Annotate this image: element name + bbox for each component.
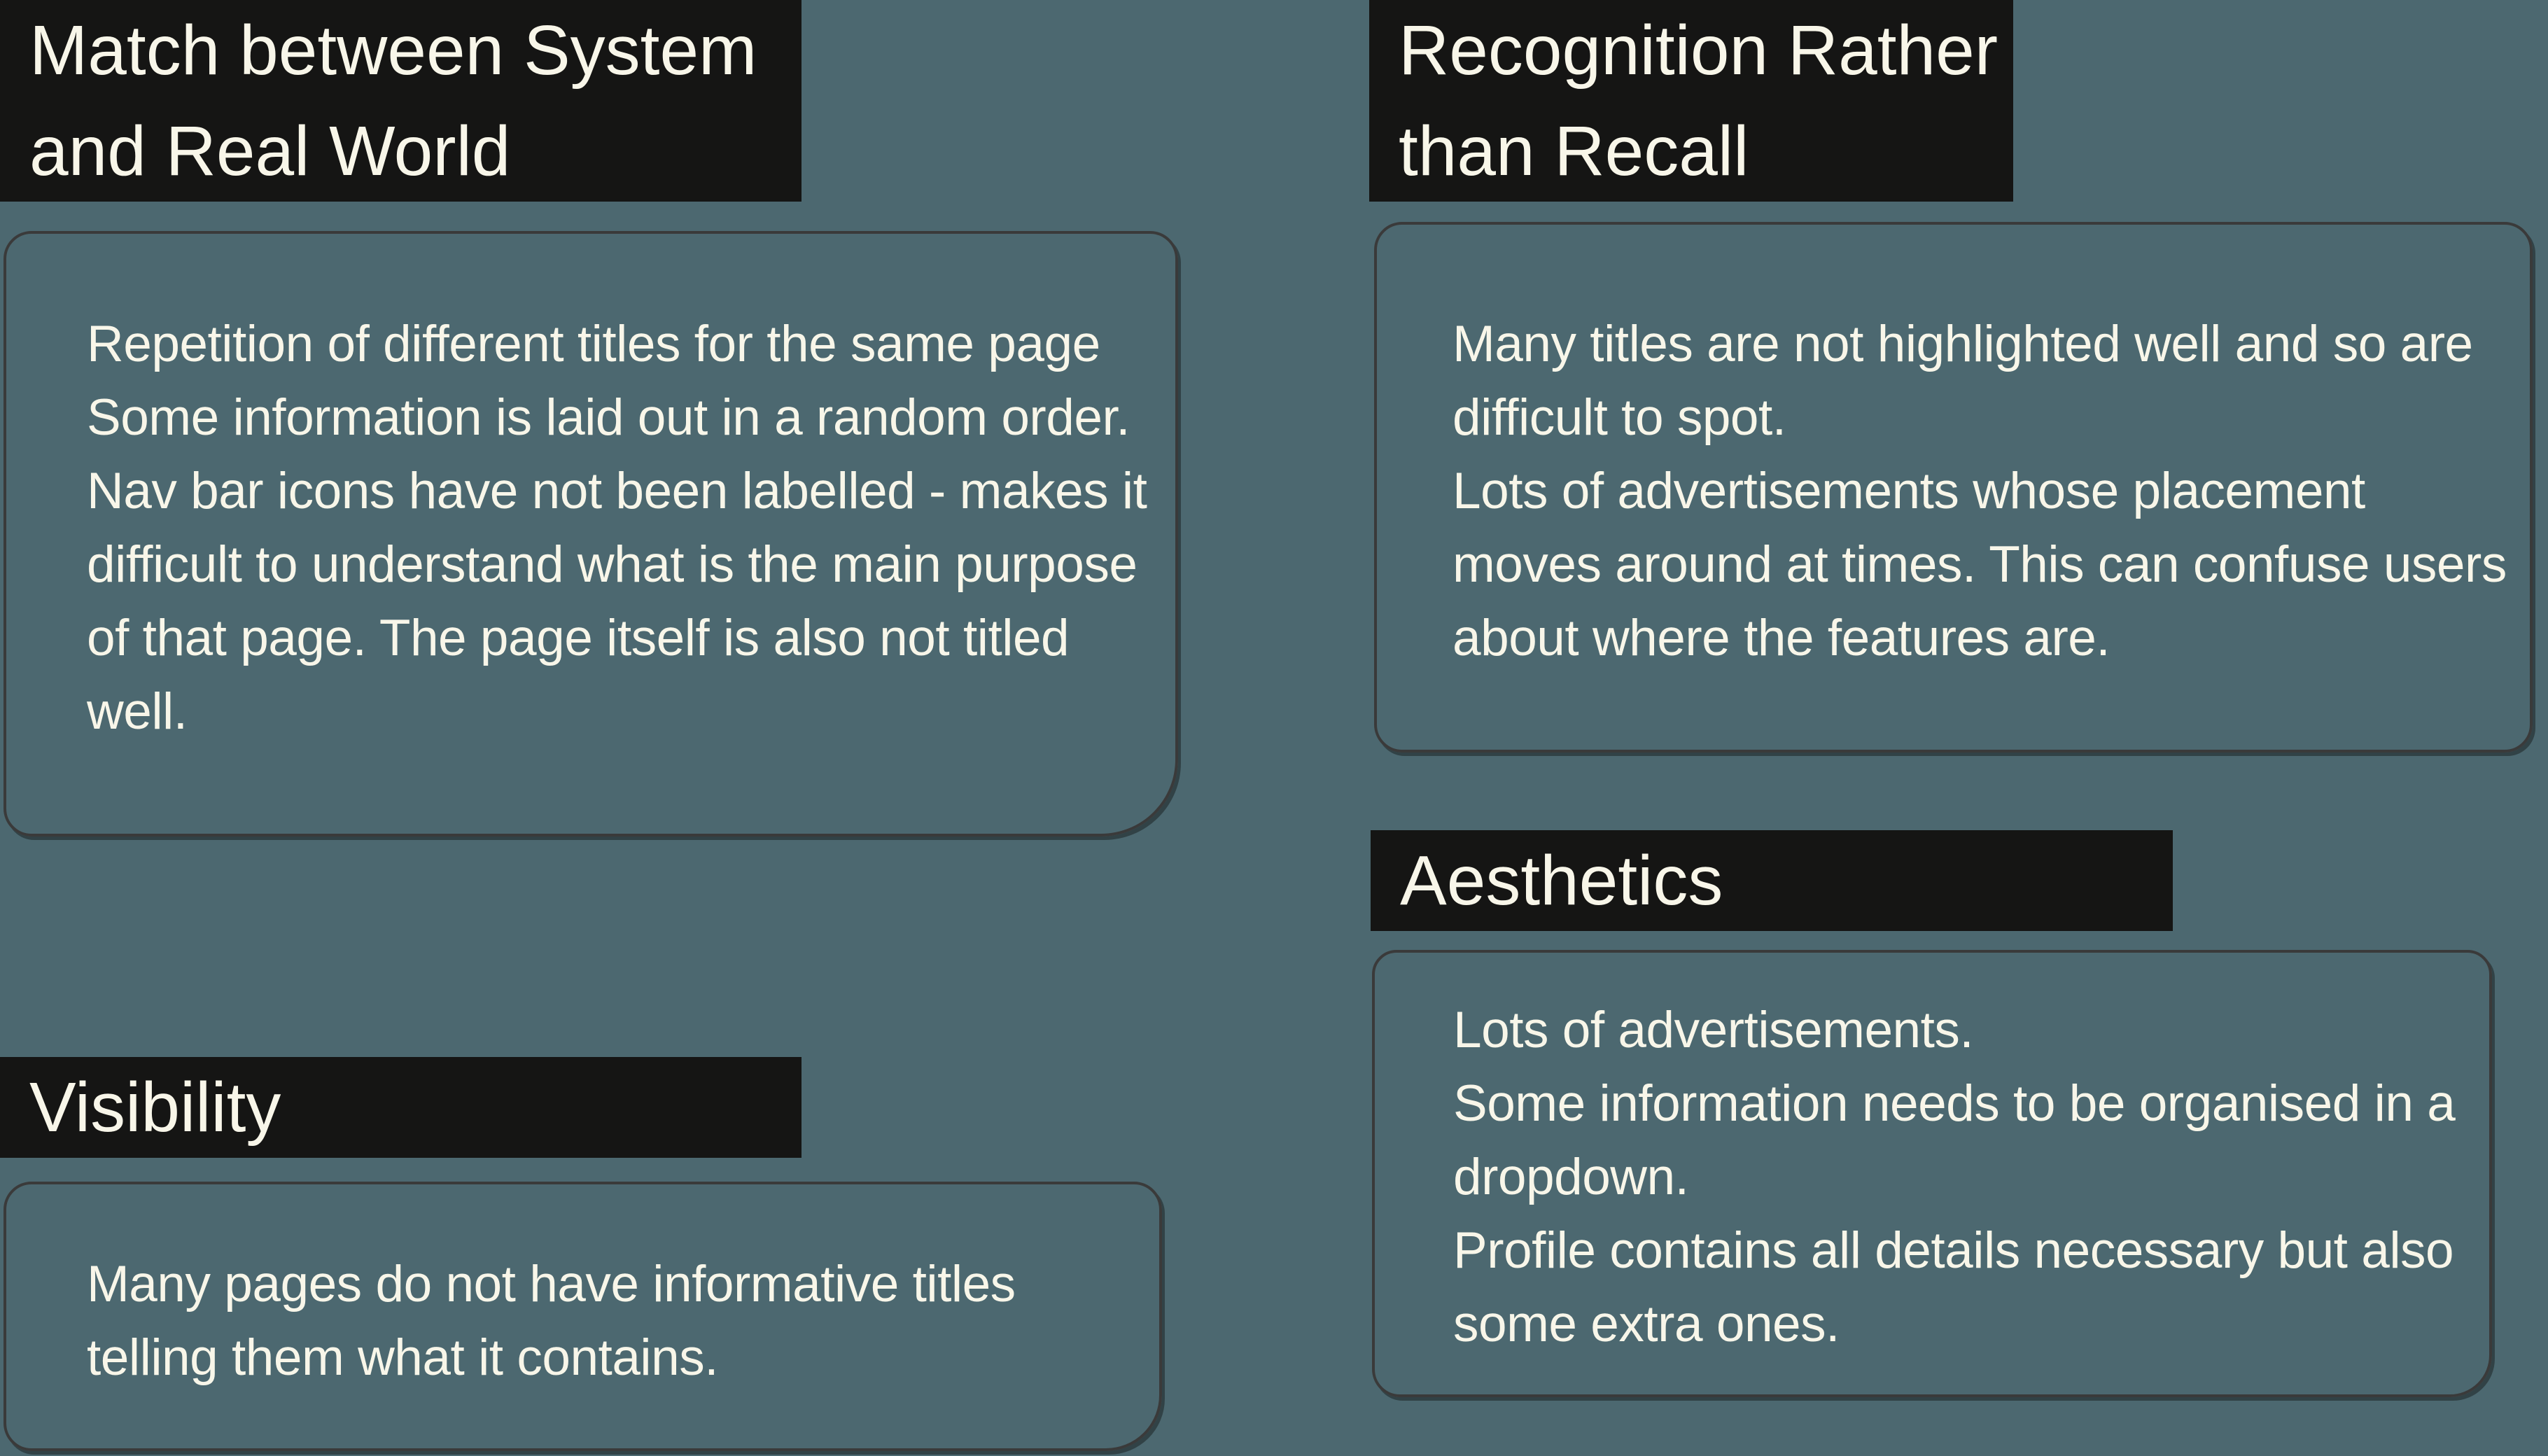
section-title-aesthetics[interactable]: Aesthetics bbox=[1371, 830, 2173, 931]
card-match-notes-text: Repetition of different titles for the s… bbox=[87, 316, 1147, 740]
section-title-match-system-real-world[interactable]: Match between System and Real World bbox=[0, 0, 802, 202]
card-aesthetics-notes-text: Lots of advertisements. Some information… bbox=[1453, 1002, 2456, 1352]
section-title-visibility[interactable]: Visibility bbox=[0, 1057, 802, 1158]
card-match-system-real-world[interactable]: Repetition of different titles for the s… bbox=[4, 231, 1178, 836]
card-aesthetics[interactable]: Lots of advertisements. Some information… bbox=[1372, 950, 2492, 1397]
card-visibility[interactable]: Many pages do not have informative title… bbox=[4, 1182, 1162, 1451]
card-visibility-notes-text: Many pages do not have informative title… bbox=[87, 1256, 1016, 1386]
section-title-recognition-rather-than-recall[interactable]: Recognition Rather than Recall bbox=[1369, 0, 2013, 202]
card-recognition-notes-text: Many titles are not highlighted well and… bbox=[1452, 316, 2507, 666]
card-recognition[interactable]: Many titles are not highlighted well and… bbox=[1374, 222, 2533, 752]
